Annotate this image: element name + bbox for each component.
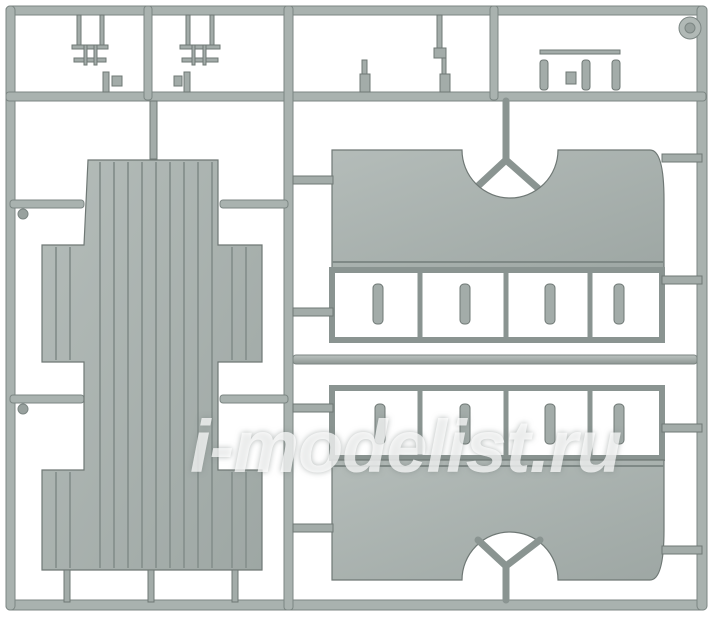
body-panel-lower — [292, 385, 703, 604]
small-parts-top — [71, 14, 621, 93]
body-panel-upper — [292, 97, 703, 343]
floor-plate-ribs — [55, 162, 247, 568]
sprue-frame — [5, 5, 708, 611]
body-panel-upper-shape — [331, 149, 665, 269]
floor-plate-shape — [41, 159, 263, 571]
corner-tab — [17, 16, 702, 415]
chassis-floor-plate — [41, 100, 263, 603]
middle-runner — [292, 354, 698, 365]
